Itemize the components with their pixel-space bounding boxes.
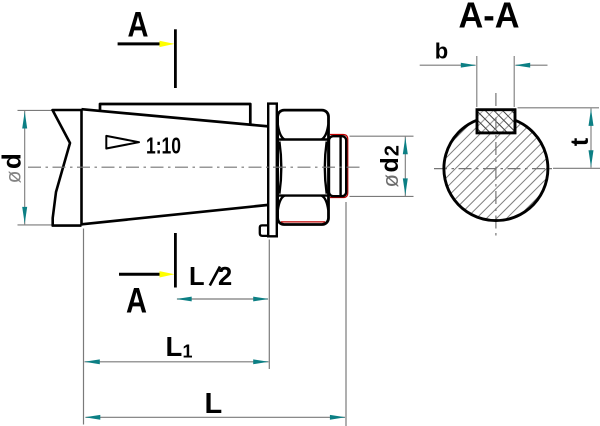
svg-text:1:10: 1:10 [146,133,181,159]
svg-text:A: A [128,5,149,44]
svg-text:b: b [435,39,448,64]
svg-text:L: L [166,331,183,362]
svg-text:2: 2 [218,263,232,291]
svg-text:L: L [189,263,205,291]
svg-text:ød2: ød2 [376,145,404,187]
svg-text:1: 1 [183,342,193,362]
svg-text:L: L [205,388,223,420]
svg-text:t: t [566,137,594,146]
svg-text:ød: ød [0,153,26,183]
svg-text:A: A [126,282,147,321]
svg-text:A-A: A-A [459,0,520,36]
